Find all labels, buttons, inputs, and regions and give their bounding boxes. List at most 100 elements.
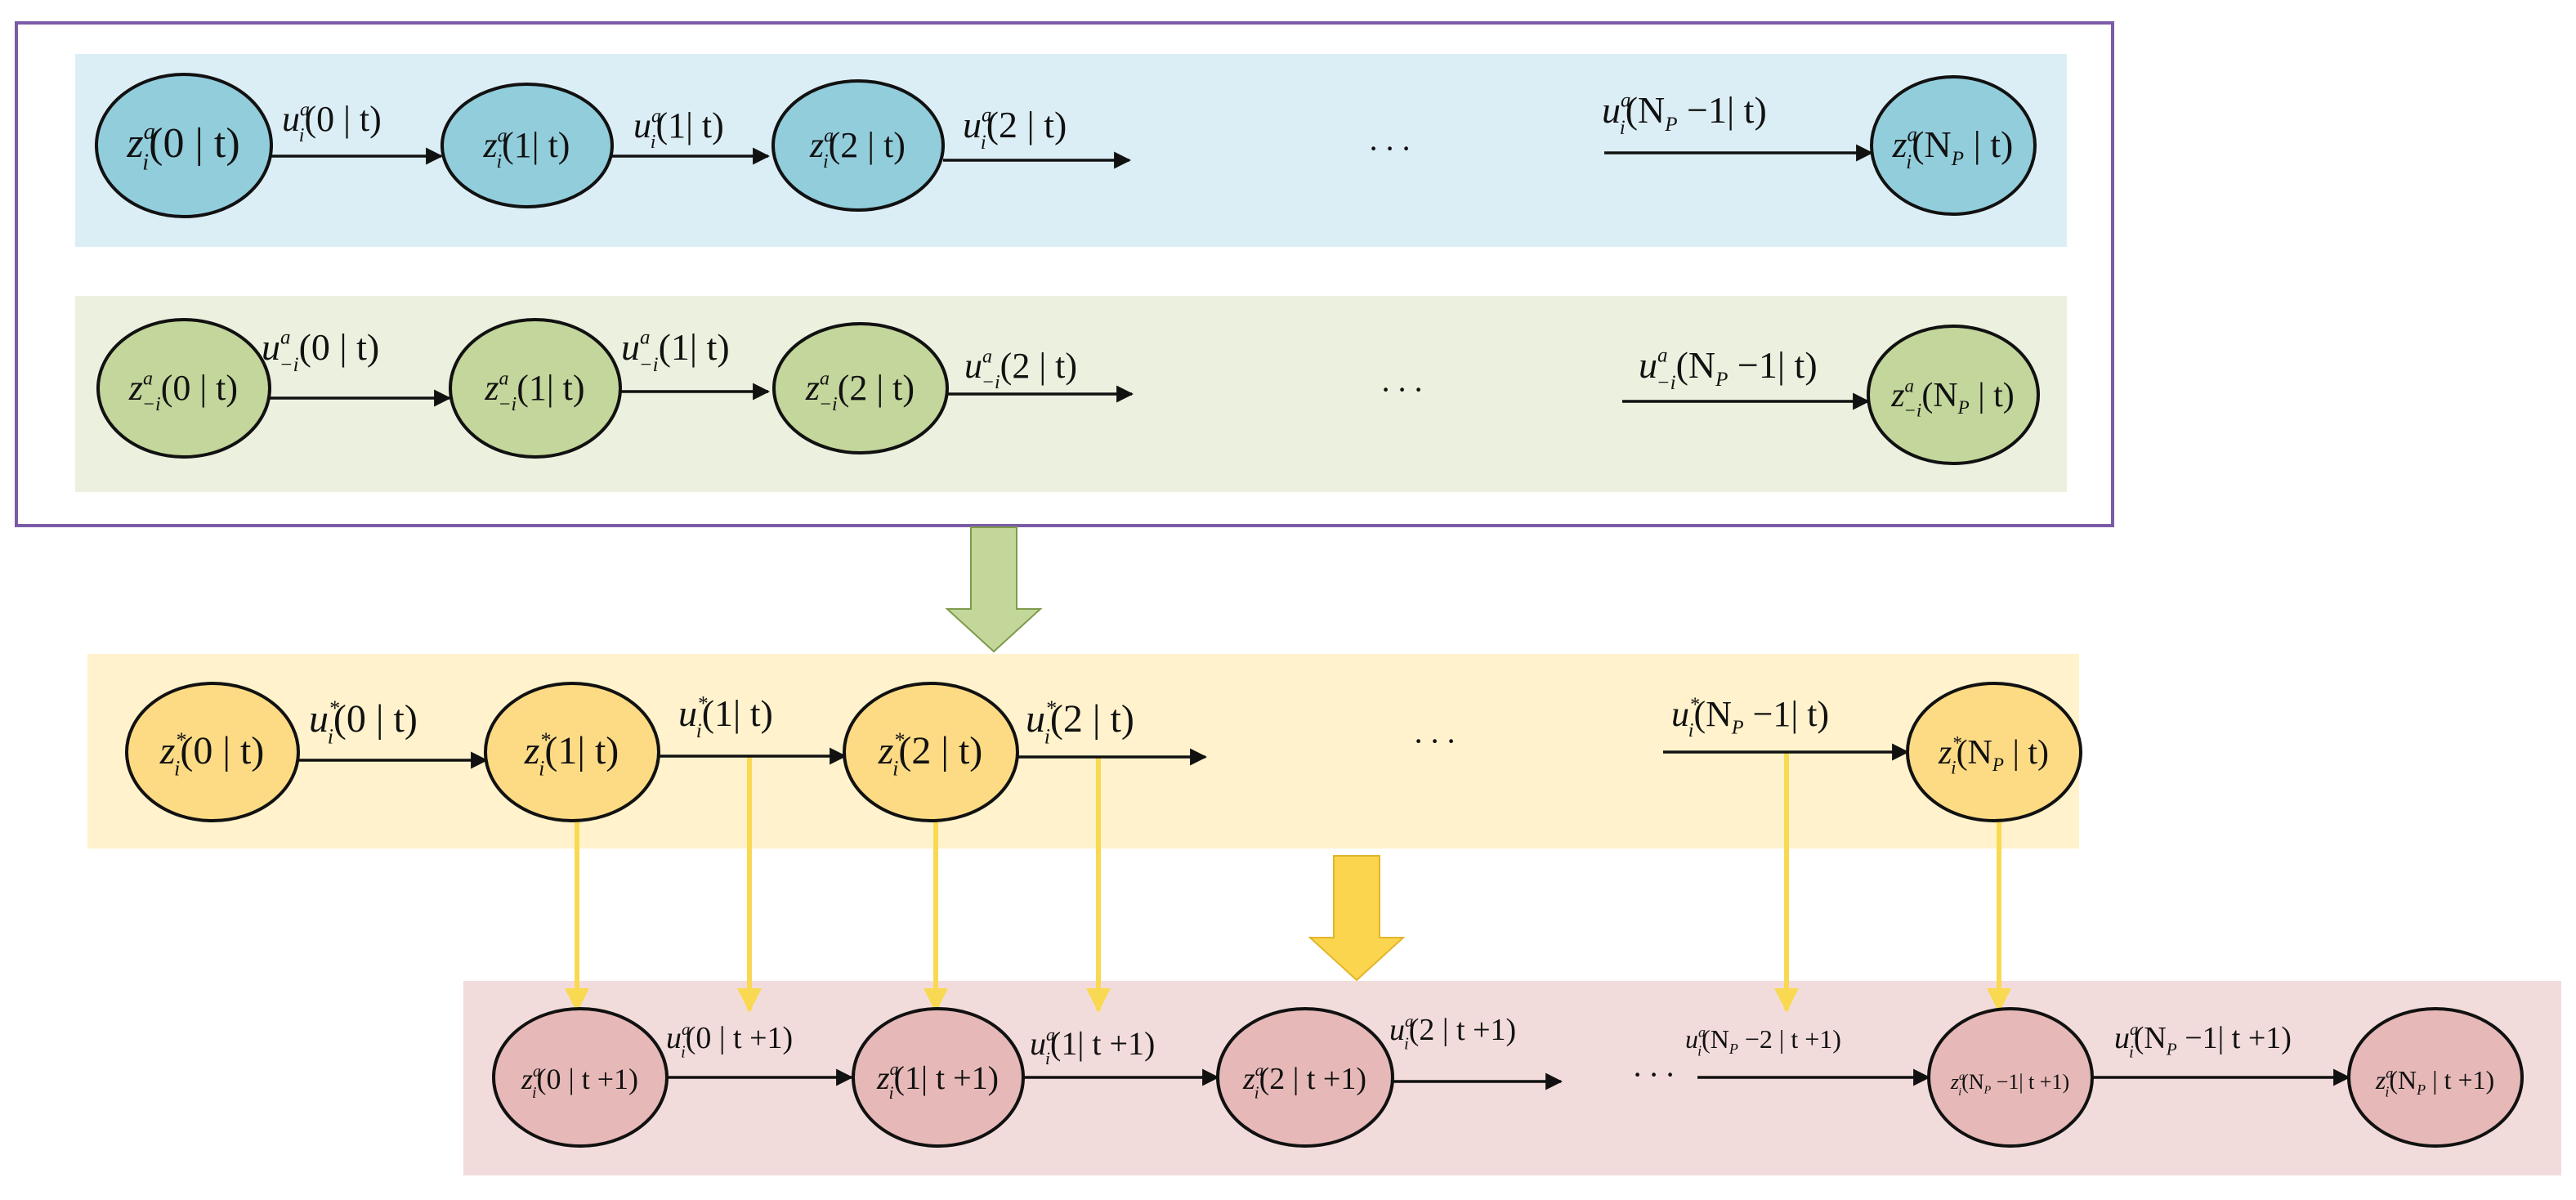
state-node (1870, 75, 2037, 216)
svg-text:uai(2 | t +1): uai(2 | t +1) (1389, 1011, 1516, 1053)
label-subscript: i (1620, 117, 1626, 139)
label-argument-tail: −1| t) (1744, 694, 1830, 734)
state-node (1927, 1007, 2094, 1148)
yellow-block-arrow (1308, 855, 1406, 982)
label-subscript: i (981, 132, 986, 154)
label-main: z (805, 368, 820, 408)
svg-text:za−i(1| t): za−i(1| t) (484, 368, 584, 415)
label-subscript: i (2385, 1084, 2389, 1100)
edge-label: ua−i(NP −1| t) (1639, 344, 1818, 394)
svg-text:za−i(2 | t): za−i(2 | t) (805, 368, 915, 415)
drop-arrows (565, 752, 2011, 1013)
label-superscript: a (1698, 1024, 1706, 1041)
label-argument: (1| t) (502, 125, 570, 165)
label-subscript: i (892, 756, 898, 780)
label-superscript: a (498, 126, 508, 147)
label-main: z (2375, 1065, 2386, 1095)
label-subscript: i (651, 132, 656, 153)
state-node (771, 79, 945, 212)
state-node-label: z*i(2 | t) (878, 728, 983, 781)
label-argument: (0 | t) (149, 120, 240, 167)
label-subscript: −i (280, 354, 299, 376)
label-main: u (1639, 344, 1657, 386)
label-subscript: i (299, 125, 305, 146)
label-main: u (1685, 1024, 1698, 1054)
state-node (852, 1007, 1025, 1148)
label-subscript: −i (819, 394, 838, 415)
state-node-label: za−i(2 | t) (805, 368, 915, 415)
label-argument: (N (1693, 694, 1731, 734)
label-main: z (1890, 377, 1904, 414)
label-superscript: a (2386, 1065, 2393, 1081)
label-main: z (1892, 123, 1907, 165)
svg-text:zai(0 | t +1): zai(0 | t +1) (521, 1063, 638, 1102)
svg-text:z*i(NP | t): z*i(NP | t) (1938, 732, 2049, 777)
label-argument-subscript: P (1951, 148, 1964, 170)
edge-label: u*i(NP −1| t) (1671, 694, 1829, 741)
label-main: z (878, 729, 894, 772)
state-node (96, 318, 271, 459)
label-main: u (633, 105, 651, 146)
ellipsis: · · · (1381, 371, 1422, 408)
label-superscript: a (1905, 375, 1915, 396)
label-superscript: a (820, 369, 830, 390)
label-main: z (1950, 1070, 1959, 1094)
label-superscript: a (1907, 124, 1918, 146)
green-block-arrow (945, 526, 1043, 653)
label-argument: (2 | t +1) (1259, 1062, 1366, 1096)
label-subscript: i (1906, 151, 1912, 173)
svg-text:u*i(NP −1| t): u*i(NP −1| t) (1671, 694, 1829, 741)
svg-text:za−i(NP | t): za−i(NP | t) (1890, 375, 2015, 420)
background-bands (75, 54, 2561, 1175)
label-argument: (N (2134, 1021, 2167, 1055)
state-node-label: za−i(0 | t) (128, 368, 238, 415)
label-subscript: i (681, 1041, 686, 1061)
label-main: u (1030, 1025, 1046, 1062)
label-superscript: * (539, 728, 550, 752)
label-argument: (2 | t) (898, 729, 982, 772)
label-main: u (1602, 89, 1621, 131)
svg-text:ua−i(0 | t): ua−i(0 | t) (262, 326, 379, 376)
label-argument-tail: −2 | t +1) (1738, 1024, 1841, 1054)
svg-text:ua−i(NP −1| t): ua−i(NP −1| t) (1639, 344, 1818, 394)
label-argument: (1| t) (659, 326, 730, 368)
label-argument-subscript: P (1957, 397, 1970, 418)
svg-text:zai(0 | t): zai(0 | t) (126, 119, 239, 175)
state-node (1867, 325, 2040, 465)
svg-text:zai(NP | t +1): zai(NP | t +1) (2375, 1065, 2494, 1100)
svg-text:ua−i(2 | t): ua−i(2 | t) (964, 346, 1077, 393)
label-subscript: i (1254, 1082, 1259, 1102)
edge-label: u*i(2 | t) (1026, 696, 1134, 749)
label-argument-subscript: P (2166, 1039, 2177, 1059)
label-main: z (1242, 1062, 1255, 1096)
label-superscript: * (1952, 732, 1961, 753)
label-argument: (N (1676, 344, 1716, 386)
label-subscript: −i (982, 372, 1000, 393)
label-subscript: −i (1903, 401, 1921, 421)
label-argument: (0 | t) (333, 697, 418, 741)
label-superscript: a (300, 100, 310, 121)
svg-text:z*i(1| t): z*i(1| t) (524, 728, 619, 781)
label-superscript: * (1045, 696, 1056, 720)
label-superscript: a (982, 347, 992, 368)
state-node-label: za−i(1| t) (484, 368, 584, 415)
label-superscript: * (1689, 695, 1699, 716)
svg-text:uai(NP −2 | t +1): uai(NP −2 | t +1) (1685, 1024, 1841, 1059)
state-node-label: z*i(1| t) (524, 728, 619, 781)
label-argument: (N (1957, 734, 1992, 772)
label-argument: (0 | t +1) (537, 1063, 639, 1095)
label-argument-subscript: P (1731, 718, 1744, 739)
state-node (1216, 1007, 1394, 1148)
label-argument-subscript: P (1715, 369, 1728, 391)
label-subscript: −i (1657, 372, 1676, 394)
label-superscript: a (640, 327, 651, 349)
